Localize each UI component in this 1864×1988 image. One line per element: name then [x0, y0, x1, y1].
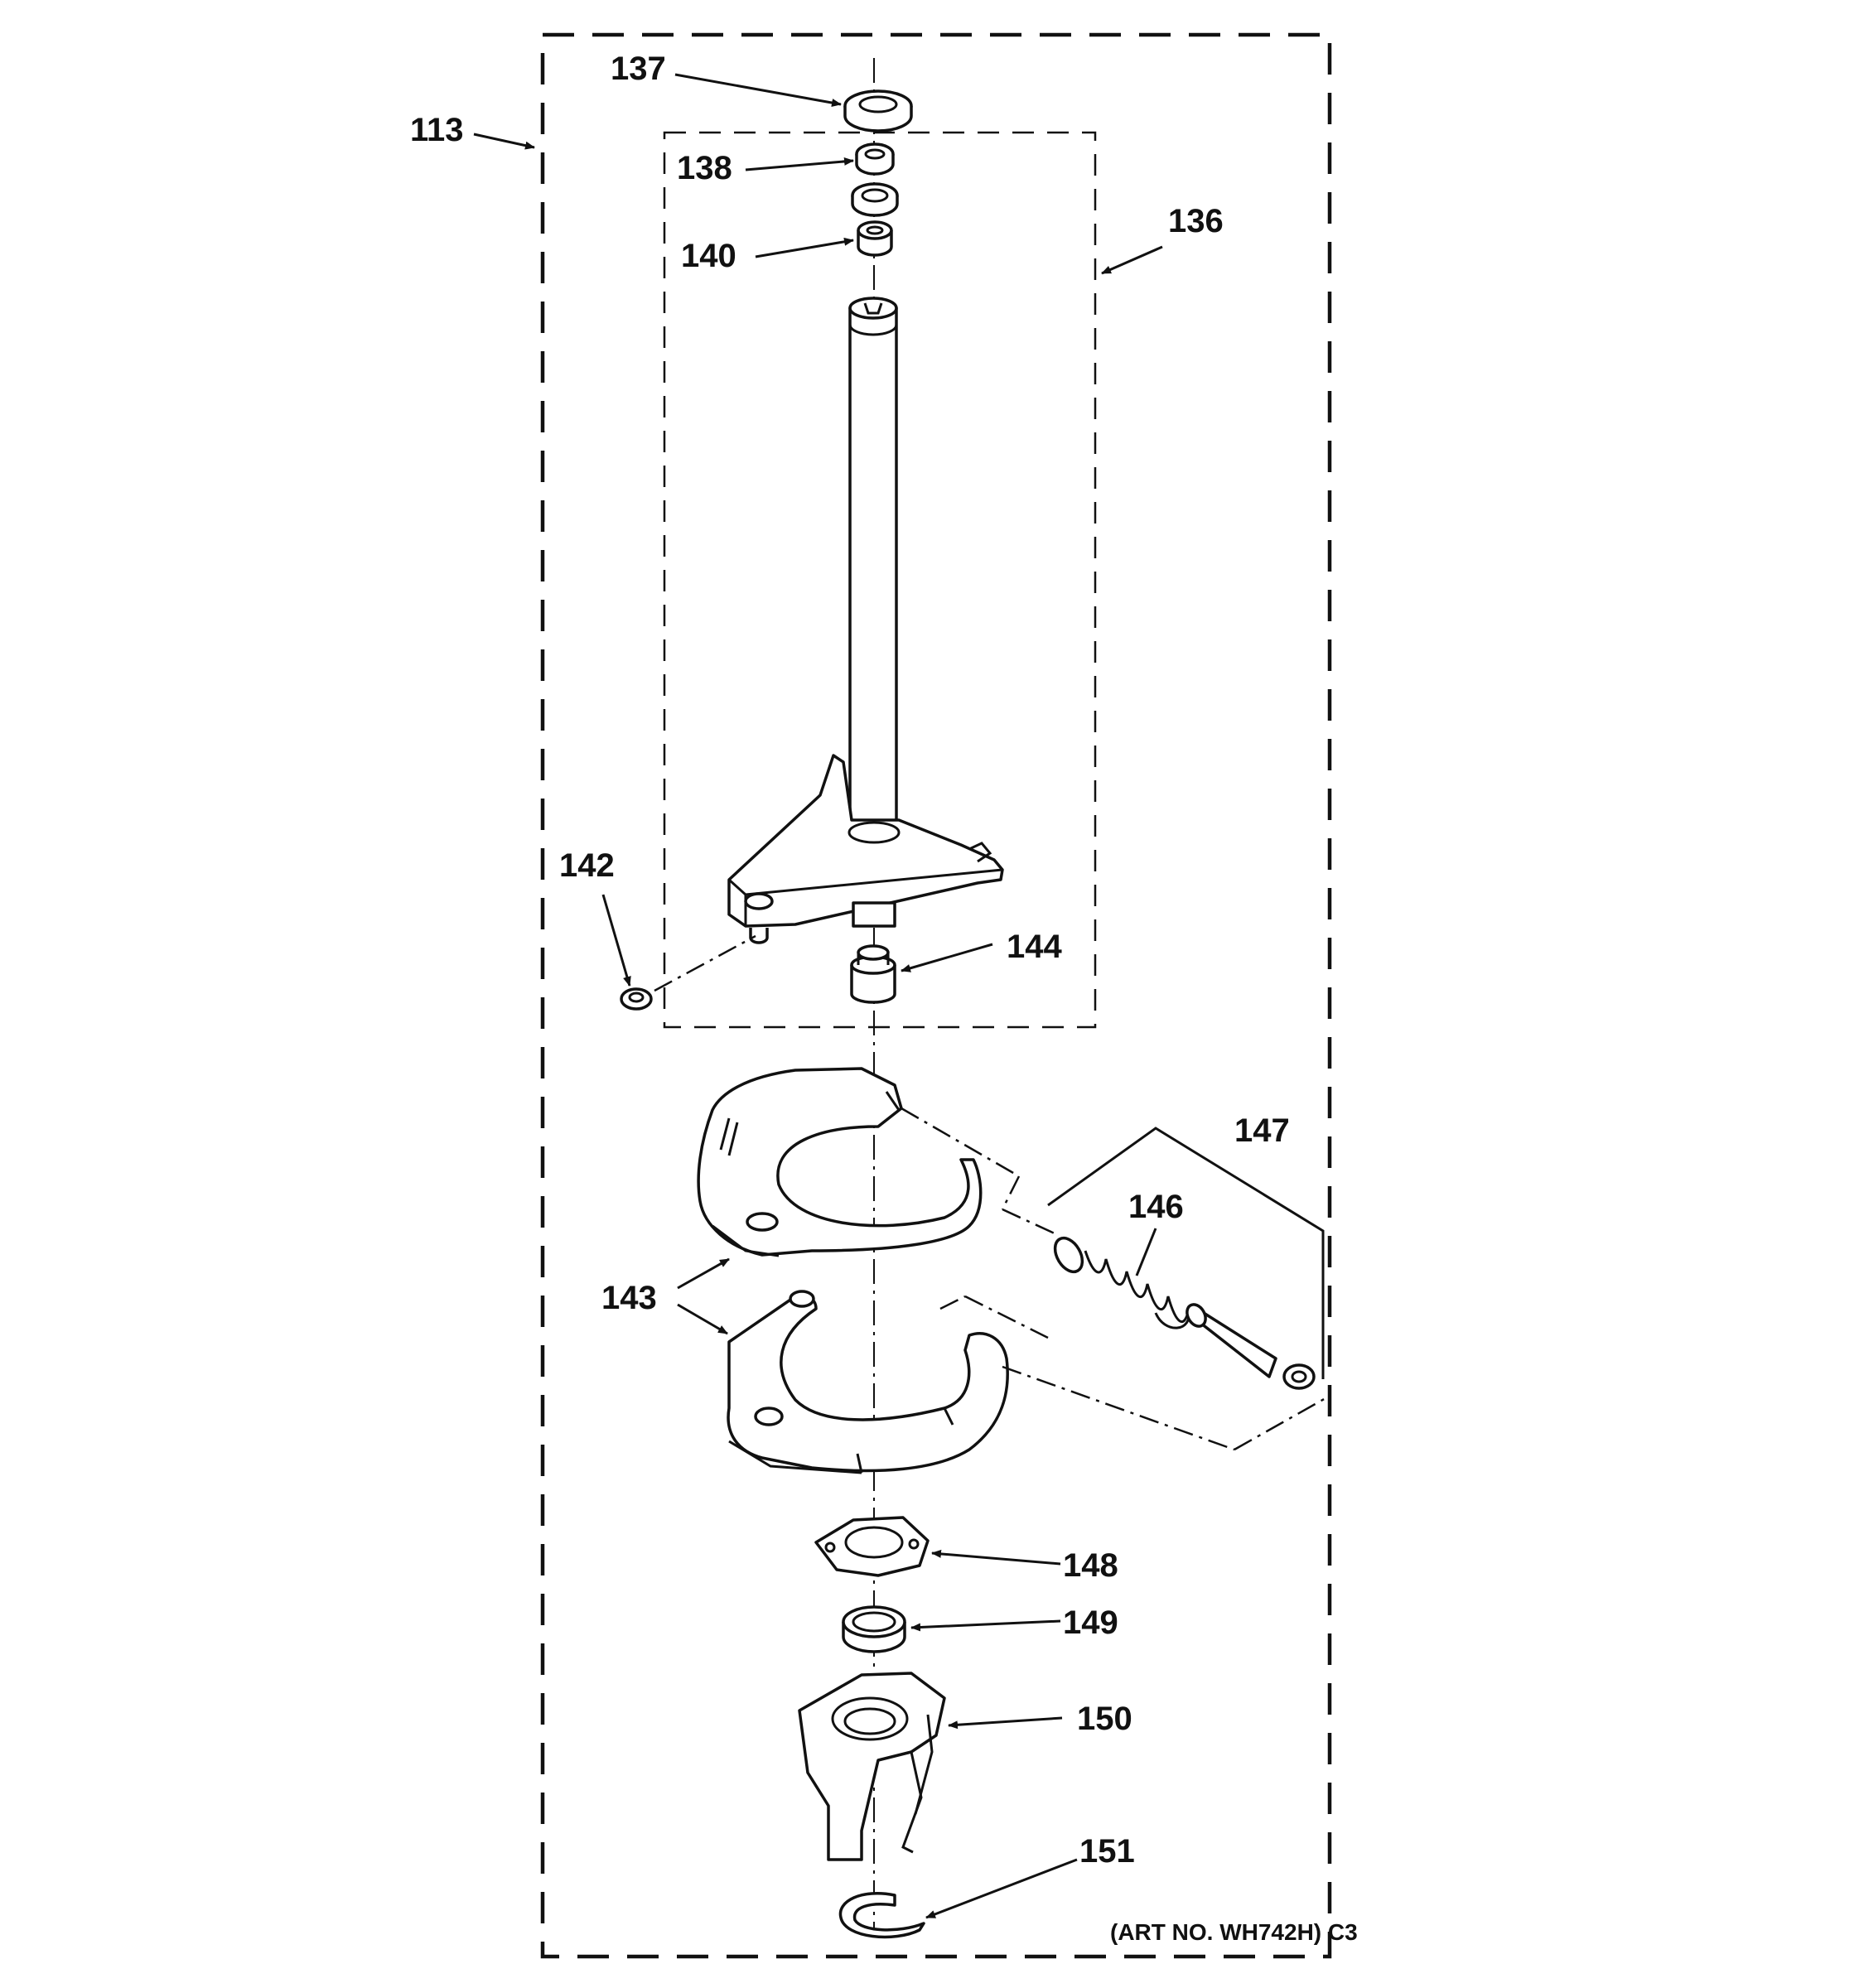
callout-113: 113 [410, 112, 464, 148]
part-149-ring [842, 1605, 906, 1653]
part-143-upper-dash-link-2 [1001, 1175, 1021, 1210]
callout-142: 142 [559, 847, 615, 884]
leader-151 [925, 1858, 1078, 1919]
part-139-washer [851, 182, 899, 217]
assembly-136-boundary [663, 131, 1097, 1029]
part-142-dash-link [654, 934, 756, 992]
leader-146 [1135, 1228, 1157, 1276]
part-144-bushing [850, 944, 896, 1004]
part-143-brake-shoe-lower [727, 1290, 1009, 1474]
part-142-clip [620, 987, 653, 1011]
callout-144: 144 [1007, 929, 1062, 965]
callout-137: 137 [611, 51, 666, 87]
part-136-tube-shaft [848, 297, 898, 823]
part-143-upper-dash-link [901, 1107, 1020, 1178]
leader-144 [901, 943, 993, 972]
part-136-bracket-plate [727, 754, 1004, 944]
part-150-hub [798, 1672, 946, 1861]
callout-147: 147 [1234, 1112, 1290, 1149]
callout-149: 149 [1063, 1604, 1118, 1641]
callout-151: 151 [1079, 1833, 1135, 1870]
callout-136: 136 [1168, 203, 1224, 239]
assembly-113-boundary [540, 32, 1332, 1959]
callout-138: 138 [677, 150, 732, 186]
leader-113 [473, 133, 535, 150]
part-143-lower-dash-link [939, 1295, 966, 1310]
art-number: (ART NO. WH742H) C3 [1110, 1919, 1358, 1945]
leader-138 [745, 157, 854, 171]
callout-148: 148 [1063, 1547, 1118, 1584]
part-138-bearing [855, 142, 895, 176]
leader-150 [948, 1716, 1063, 1730]
part-140-bushing [857, 220, 893, 257]
part-137-seal [843, 89, 913, 133]
part-143-lower-dash-link-4 [1234, 1397, 1326, 1451]
leader-137 [674, 73, 842, 107]
part-151-snap-ring [838, 1892, 925, 1939]
leader-149 [910, 1619, 1061, 1632]
leader-148 [931, 1549, 1061, 1566]
callout-140: 140 [681, 238, 736, 274]
part-148-plate [814, 1516, 930, 1577]
part-147-group-bracket [1047, 1127, 1325, 1379]
part-143-lower-dash-link-3 [1002, 1365, 1235, 1451]
part-143-lower-dash-link-2 [964, 1295, 1049, 1339]
part-143-brake-shoe-upper [697, 1067, 983, 1257]
leader-143-lower [677, 1303, 728, 1335]
leader-140 [755, 237, 854, 258]
callout-146: 146 [1128, 1189, 1184, 1225]
leader-136 [1101, 245, 1163, 275]
callout-150: 150 [1077, 1701, 1132, 1737]
leader-142 [601, 894, 631, 987]
leader-143-upper [677, 1257, 730, 1290]
callout-143: 143 [601, 1280, 657, 1316]
part-143-upper-dash-link-3 [1002, 1208, 1057, 1236]
part-146-spring-set [1053, 1236, 1316, 1390]
